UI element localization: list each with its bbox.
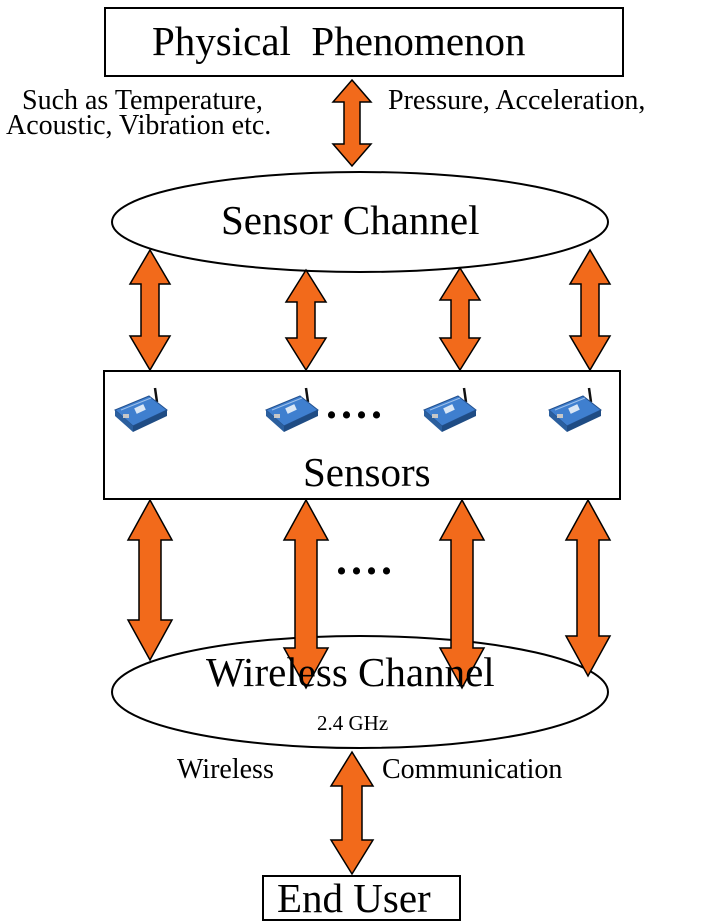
end-user-box bbox=[262, 875, 461, 921]
sensors-box bbox=[103, 370, 621, 500]
sensor-channel-arrow-1 bbox=[128, 248, 172, 372]
sensor-channel-arrow-2 bbox=[284, 268, 328, 372]
communication-word: Communication bbox=[382, 754, 563, 785]
wireless-channel-label: Wireless Channel bbox=[206, 649, 495, 695]
sensor-channel-arrow-4 bbox=[568, 248, 612, 372]
examples-line2: Acoustic, Vibration etc. bbox=[6, 110, 272, 141]
sensor-channel-label: Sensor Channel bbox=[221, 197, 480, 243]
physical-phenomenon-label: Physical Phenomenon bbox=[152, 18, 526, 64]
sensor-channel-ellipse bbox=[111, 171, 609, 273]
wireless-arrow-4 bbox=[564, 498, 612, 678]
physical-phenomenon-box bbox=[104, 7, 624, 77]
sensor-ellipsis-dots: .... bbox=[326, 379, 386, 428]
examples-line1-right: Pressure, Acceleration, bbox=[388, 85, 646, 116]
phenomenon-sensor-channel-arrow bbox=[331, 78, 373, 168]
wireless-arrow-1 bbox=[126, 498, 174, 662]
wireless-word: Wireless bbox=[177, 754, 274, 785]
sensors-label: Sensors bbox=[303, 449, 431, 495]
wireless-arrow-2 bbox=[282, 498, 330, 690]
examples-line1-left: Such as Temperature, bbox=[22, 85, 263, 116]
wireless-ellipsis-dots: .... bbox=[336, 535, 396, 584]
wireless-end-user-arrow bbox=[329, 750, 375, 876]
sensor-channel-arrow-3 bbox=[438, 266, 482, 372]
wireless-arrow-3 bbox=[438, 498, 486, 690]
wireless-channel-ellipse bbox=[111, 635, 609, 749]
end-user-label: End User bbox=[277, 875, 431, 921]
frequency-label: 2.4 GHz bbox=[317, 711, 389, 735]
